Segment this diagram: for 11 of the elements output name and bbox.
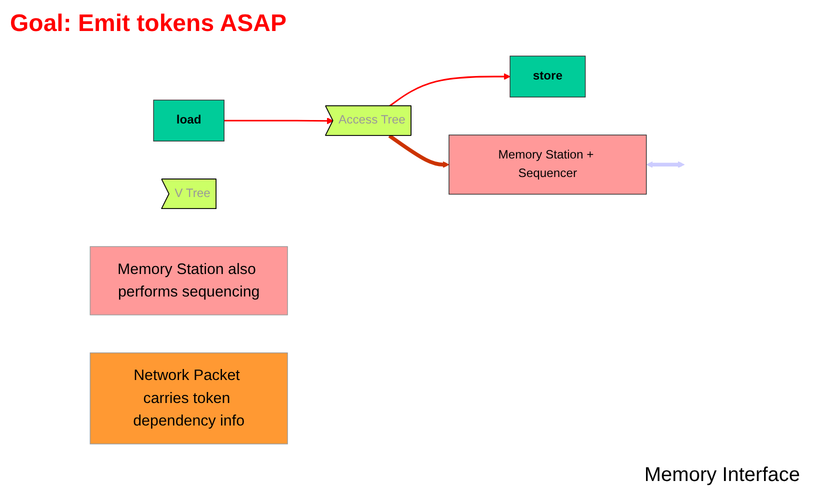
interface-label: Memory Interface <box>644 464 800 487</box>
arrow <box>388 134 450 168</box>
node-box: load <box>153 100 224 142</box>
arrow <box>646 161 685 168</box>
node-box: Network Packet carries token dependency info <box>90 352 288 444</box>
goal-title: Goal: Emit tokens ASAP <box>10 10 286 38</box>
node-box: Memory Station also performs sequencing <box>90 246 288 316</box>
node-box: Memory Station + Sequencer <box>448 134 647 195</box>
arrow <box>388 73 510 107</box>
arrow <box>224 118 334 124</box>
node-box: store <box>510 56 586 98</box>
